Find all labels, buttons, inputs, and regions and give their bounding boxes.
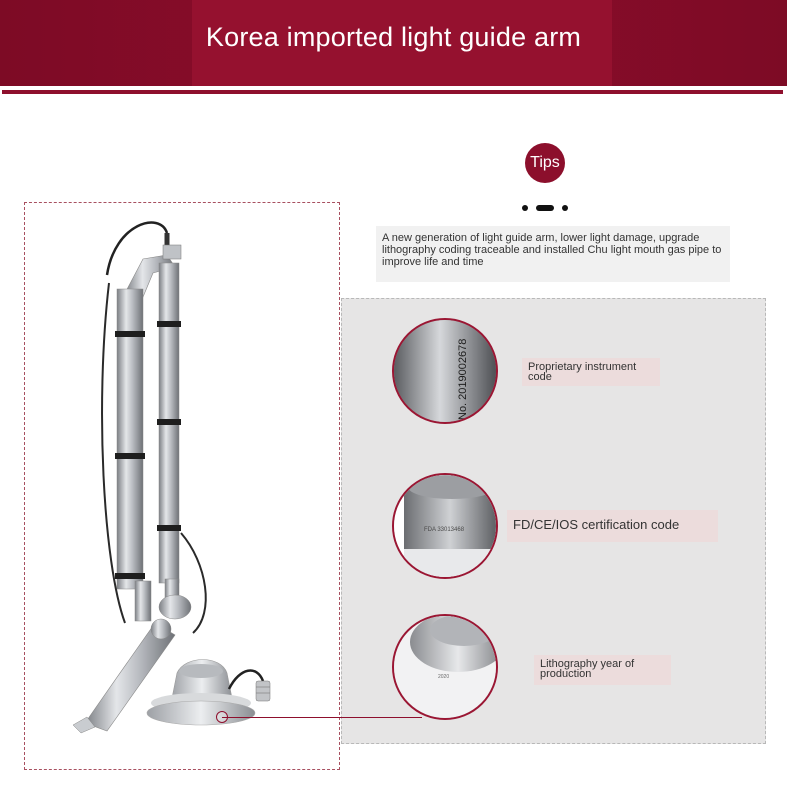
engraving-text-2: FDA 33013468 <box>424 527 465 533</box>
detail-instrument-code: No. 2019002678 <box>392 318 498 424</box>
detail-lithography-year: 2020 <box>392 614 498 720</box>
light-guide-arm-illustration <box>72 221 271 734</box>
product-photo-frame <box>24 202 340 770</box>
tips-description: A new generation of light guide arm, low… <box>376 226 730 282</box>
header-banner: Korea imported light guide arm <box>0 0 787 86</box>
label-lithography-year: Lithography year of production <box>534 655 671 685</box>
certification-closeup-image: FDA 33013468 <box>394 475 496 577</box>
lithography-closeup-image: 2020 <box>394 616 496 718</box>
engraving-text-1: No. 2019002678 <box>457 339 469 420</box>
engraving-text-3: 2020 <box>438 674 449 680</box>
dash-icon <box>536 205 554 211</box>
tips-badge: Tips <box>525 143 565 183</box>
dot-icon <box>522 205 528 211</box>
page-title: Korea imported light guide arm <box>205 22 582 52</box>
engraving-closeup-image: No. 2019002678 <box>394 320 496 422</box>
detail-certification-code: FDA 33013468 <box>392 473 498 579</box>
dot-icon <box>562 205 568 211</box>
callout-line <box>222 717 422 718</box>
label-instrument-code: Proprietary instrument code <box>522 358 660 386</box>
banner-title-plate <box>192 0 612 86</box>
label-certification-code: FD/CE/IOS certification code <box>507 510 718 542</box>
tips-separator <box>521 204 571 212</box>
header-divider <box>2 90 783 94</box>
